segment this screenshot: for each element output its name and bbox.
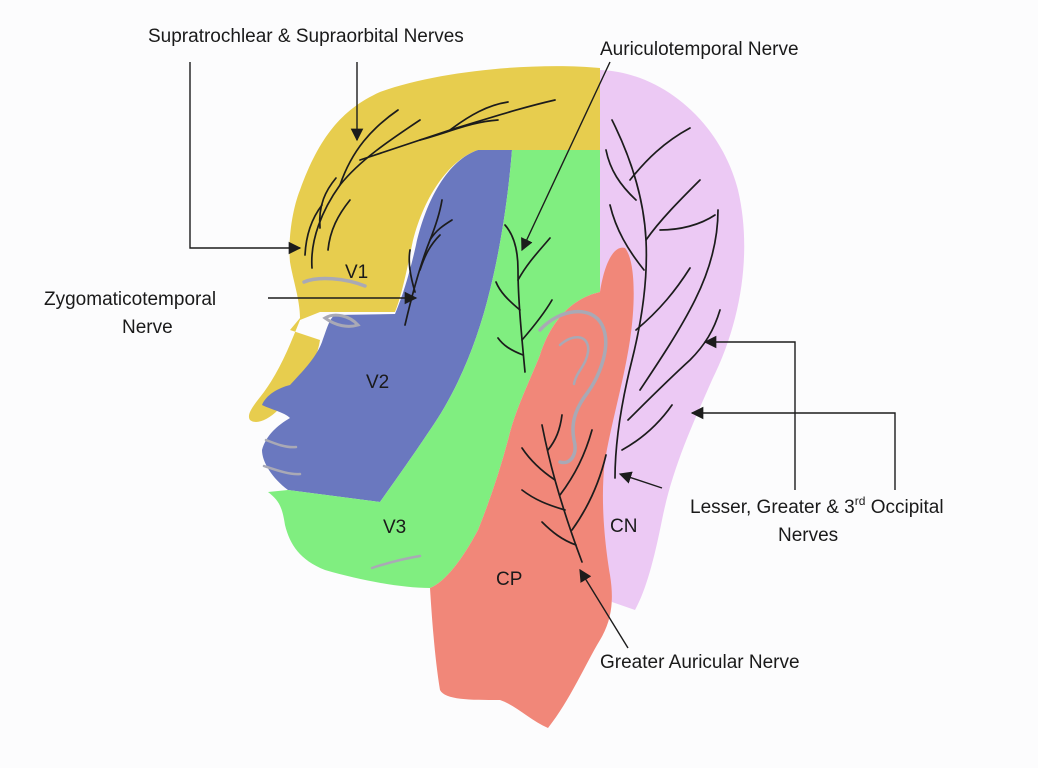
region-label-cn: CN — [610, 516, 637, 537]
occipital-text-b: Occipital — [865, 497, 943, 518]
leader-occipital-third — [618, 471, 663, 489]
nerve-supraorbital — [304, 99, 556, 269]
region-label-v2: V2 — [366, 372, 389, 393]
leader-greater-auricular — [579, 568, 629, 649]
lip-outline — [264, 438, 298, 449]
region-label-v1: V1 — [345, 262, 368, 283]
ear-inner-outline — [558, 336, 590, 386]
mouth-outline — [262, 464, 302, 476]
nerve-occipital — [605, 119, 721, 479]
occipital-text-a: Lesser, Greater & 3 — [690, 497, 855, 518]
region-v1 — [248, 66, 601, 422]
eye-outline — [322, 313, 361, 328]
ear-outline — [538, 310, 608, 465]
region-label-cp: CP — [496, 569, 522, 590]
label-occipital-line2: Nerves — [778, 525, 838, 546]
label-auriculotemporal: Auriculotemporal Nerve — [600, 39, 799, 60]
leader-auriculotemporal — [521, 61, 611, 252]
leader-occipital-greater — [690, 406, 896, 490]
nerve-auriculotemporal — [495, 224, 553, 373]
region-v2 — [262, 150, 512, 502]
brow-outline — [302, 276, 367, 288]
label-zygomaticotemporal-line1: Zygomaticotemporal — [44, 289, 216, 310]
nerve-greater-auricular — [521, 414, 607, 563]
label-supratrochlear-supraorbital: Supratrochlear & Supraorbital Nerves — [148, 26, 464, 47]
leader-supratrochlear — [189, 62, 302, 255]
label-zygomaticotemporal-line2: Nerve — [122, 317, 173, 338]
jaw-outline — [370, 554, 422, 570]
label-greater-auricular: Greater Auricular Nerve — [600, 652, 800, 673]
label-occipital-line1: Lesser, Greater & 3rd Occipital — [690, 494, 944, 518]
region-label-v3: V3 — [383, 517, 406, 538]
leader-occipital-lesser — [703, 335, 796, 490]
occipital-superscript: rd — [855, 494, 866, 508]
